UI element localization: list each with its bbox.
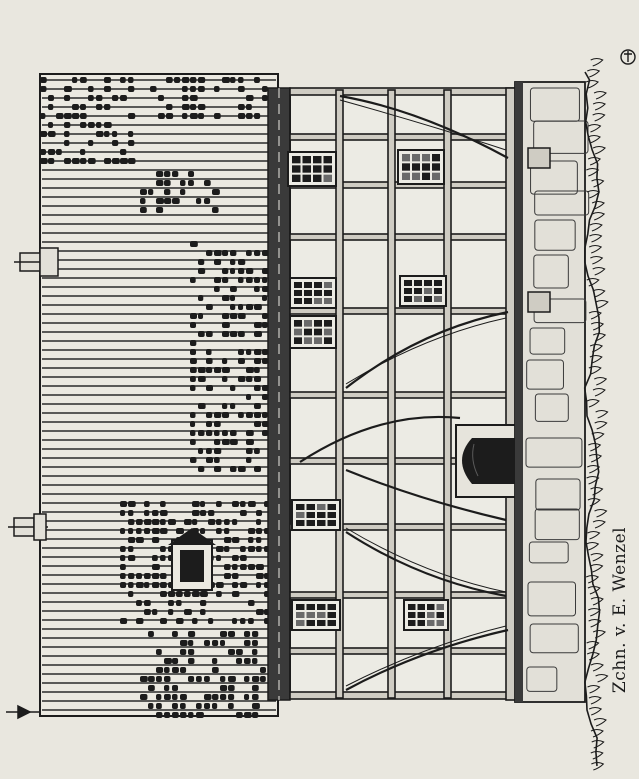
roof-dormer	[168, 528, 216, 591]
ridge-ornament-bottom	[8, 513, 48, 541]
window	[399, 275, 447, 307]
window	[397, 149, 445, 185]
ridge-ornament-top	[14, 247, 59, 277]
window	[291, 599, 341, 631]
ground-line	[583, 58, 609, 771]
window	[289, 315, 337, 349]
artist-signature: Zchn. v. E. Wenzel	[610, 526, 630, 694]
window	[289, 277, 337, 309]
stone-foundation	[514, 81, 590, 703]
window	[291, 499, 341, 531]
roof-tile-patches	[40, 77, 272, 718]
horizontal-timbers	[289, 87, 516, 700]
artist-monogram	[620, 49, 636, 65]
window	[287, 151, 337, 187]
arched-doorway	[455, 424, 573, 498]
curved-braces	[299, 94, 509, 691]
windows	[287, 149, 449, 631]
ridge-finial	[6, 704, 40, 720]
foundation-beams	[527, 147, 551, 313]
roof	[6, 73, 279, 720]
eaves-beam	[267, 87, 291, 701]
window	[403, 599, 449, 631]
timber-frame-wall	[287, 87, 573, 701]
